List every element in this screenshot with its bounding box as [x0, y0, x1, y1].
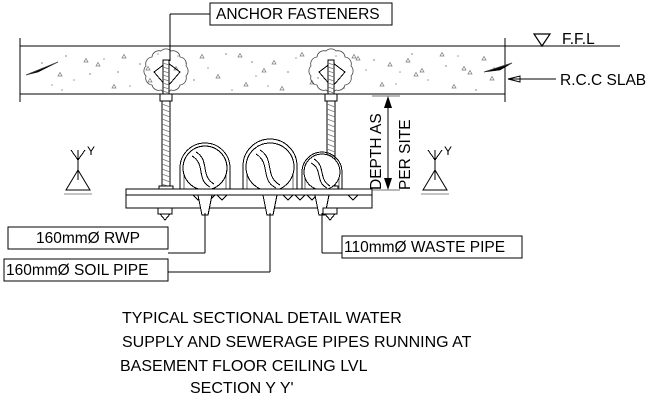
pipe-waste-group: [301, 151, 343, 191]
depth-dimension-group: DEPTH AS PER SITE: [368, 95, 414, 191]
pipe-seat-rwp: [197, 194, 213, 216]
title-line-4: SECTION Y Y': [190, 380, 294, 397]
title-block-group: TYPICAL SECTIONAL DETAIL WATER SUPPLY AN…: [120, 310, 472, 397]
pipe-soil-s-curve-a: [259, 149, 281, 186]
depth-label-line2: PER SITE: [397, 119, 414, 190]
channel-bolt-6: [305, 194, 319, 201]
section-marker-right-arm-a: [427, 149, 436, 161]
section-marker-right-label: Y: [444, 144, 452, 158]
channel-top-flange: [125, 188, 373, 196]
pipe-rwp-s-curve-a: [195, 151, 215, 185]
anchor-fasteners-label-group: ANCHOR FASTENERS: [169, 2, 393, 61]
pipe-soil-group: [242, 138, 298, 192]
slab-leader-tail-right: [483, 62, 513, 73]
channel-bolt-4: [281, 194, 295, 201]
waste-pipe-label: 110mmØ WASTE PIPE: [344, 239, 505, 256]
channel-nut-left-cone: [158, 213, 172, 221]
section-marker-left-arm-b: [77, 149, 86, 161]
depth-label-line1: DEPTH AS: [368, 113, 385, 190]
pipe-seat-soil: [262, 194, 278, 216]
anchor-thread-right: [327, 62, 335, 94]
pipe-clamp-rwp-outer: [179, 142, 231, 190]
rwp-label: 160mmØ RWP: [36, 230, 140, 247]
slab-body: [20, 46, 505, 94]
anchor-nut-left: [159, 93, 173, 102]
soil-pipe-label: 160mmØ SOIL PIPE: [6, 262, 148, 279]
revision-cloud-right: [308, 48, 354, 93]
section-marker-left-group: Y: [64, 144, 95, 195]
pipe-waste-s-curve-a: [313, 158, 331, 187]
channel-bolt-7: [346, 194, 360, 201]
channel-hanger-nuts: [157, 207, 338, 221]
rwp-label-box: [7, 226, 169, 250]
depth-arrow-bottom: [384, 178, 392, 190]
waste-pipe-label-group: 110mmØ WASTE PIPE: [321, 213, 523, 259]
section-marker-left-triangle: [65, 169, 91, 191]
section-marker-right-triangle: [422, 169, 448, 191]
title-line-2: SUPPLY AND SEWERAGE PIPES RUNNING AT: [122, 334, 472, 351]
rcc-slab-group: [19, 38, 620, 102]
channel-nut-right: [322, 207, 338, 215]
channel-web: [125, 194, 373, 209]
concrete-dots: [41, 53, 495, 91]
pipe-rwp-s-curve-b: [191, 155, 211, 188]
channel-bolt-5: [293, 194, 307, 201]
anchor-fasteners-label: ANCHOR FASTENERS: [216, 6, 380, 23]
anchor-nut-right: [324, 93, 338, 102]
section-marker-left-label: Y: [87, 144, 95, 158]
anchor-thread-left: [162, 62, 170, 94]
slab-leader-tail-left: [25, 61, 59, 76]
section-marker-right-group: Y: [421, 144, 452, 195]
pipe-soil-s-curve-b: [255, 153, 277, 189]
ffl-label: F.F.L: [562, 31, 595, 48]
pipe-clamp-soil-outer: [242, 138, 298, 190]
rcc-slab-label: R.C.C SLAB: [560, 72, 646, 89]
hanger-rod-thread-left: [161, 103, 171, 188]
anchor-fasteners-box: [209, 2, 393, 26]
support-channel-group: [125, 188, 373, 221]
pipe-clamp-waste-outer: [301, 151, 343, 190]
pipe-rwp-group: [179, 142, 231, 191]
rwp-label-group: 160mmØ RWP: [7, 213, 206, 254]
depth-arrow-top: [384, 96, 392, 108]
soil-pipe-label-group: 160mmØ SOIL PIPE: [3, 213, 271, 282]
title-line-3: BASEMENT FLOOR CEILING LVL: [120, 358, 368, 375]
revision-cloud-left: [143, 48, 189, 93]
ffl-triangle-icon: [532, 33, 552, 48]
ffl-marker-group: F.F.L: [532, 31, 595, 48]
concrete-hatch: [57, 51, 495, 91]
section-marker-left-arm-a: [70, 149, 79, 161]
section-marker-right-arm-b: [434, 149, 443, 161]
anchor-fastener-right-group: [308, 48, 354, 193]
channel-nut-left: [157, 207, 173, 215]
pipe-waste-s-curve-b: [310, 162, 328, 189]
channel-nut-right-cone: [323, 213, 337, 221]
channel-bolt-3: [215, 194, 229, 201]
waste-pipe-label-box: [341, 235, 523, 259]
soil-pipe-label-box: [3, 258, 169, 282]
rcc-slab-leader-group: R.C.C SLAB: [25, 61, 646, 89]
title-line-1: TYPICAL SECTIONAL DETAIL WATER: [122, 310, 402, 327]
rcc-leader-arrowhead: [507, 75, 521, 83]
